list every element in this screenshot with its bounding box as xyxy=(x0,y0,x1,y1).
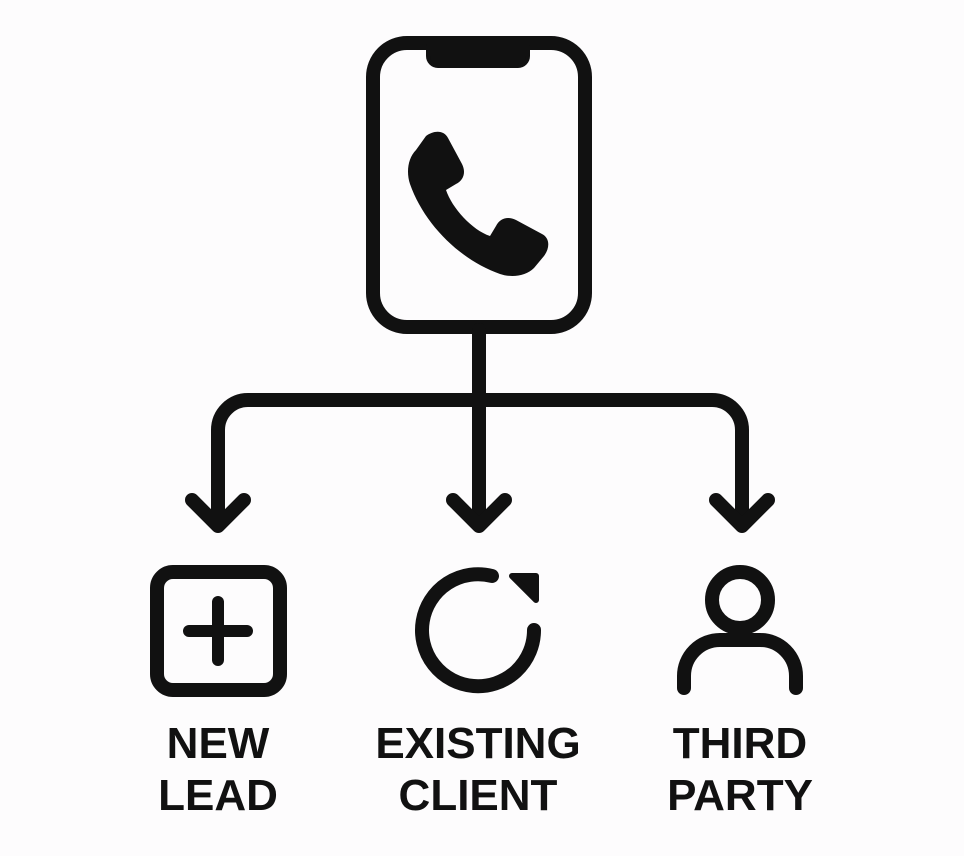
flow-connectors xyxy=(211,323,749,529)
arrow-head-right xyxy=(709,493,775,533)
user-icon xyxy=(677,565,803,695)
branch-label-line1: EXISTING xyxy=(375,719,580,768)
branch-label-line1: THIRD xyxy=(673,719,807,768)
branch-label-line1: NEW xyxy=(167,719,270,768)
branch-label-line2: LEAD xyxy=(158,771,278,820)
arrow-head-center xyxy=(446,493,512,533)
branch-label-line2: PARTY xyxy=(667,771,813,820)
branch-label-line2: CLIENT xyxy=(399,771,558,820)
arrow-head-left xyxy=(185,493,251,533)
smartphone-icon xyxy=(366,36,592,334)
plus-square-icon xyxy=(150,565,287,697)
phone-call-icon xyxy=(408,131,549,276)
refresh-icon xyxy=(415,567,542,694)
